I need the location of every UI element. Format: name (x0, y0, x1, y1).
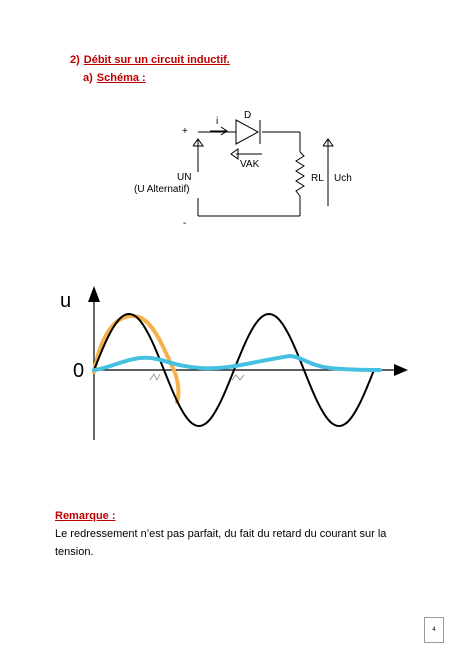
remark-title: Remarque : (55, 510, 116, 522)
subsection-letter: a) (83, 72, 93, 84)
subsection-title: Schéma : (96, 72, 146, 84)
page-number: 4 (424, 617, 444, 643)
un-label: UN (177, 172, 191, 183)
un-arrowhead (192, 138, 204, 147)
source-voltage-curve (93, 312, 375, 428)
resistor-symbol (295, 151, 305, 197)
subsection-heading: a)Schéma : (83, 72, 146, 84)
highlight-stroke (92, 313, 181, 404)
vak-label: VAK (240, 159, 260, 170)
section-number: 2) (70, 54, 80, 66)
uch-label: Uch (334, 173, 352, 184)
uch-arrowhead (322, 138, 334, 147)
y-axis-label: u (60, 290, 71, 312)
hand-marks (149, 373, 245, 381)
minus-sign: - (183, 218, 186, 229)
current-curve (92, 353, 382, 372)
current-label: i (216, 116, 218, 127)
remark-body: Le redressement n’est pas parfait, du fa… (55, 528, 387, 558)
x-axis-arrowhead (394, 364, 408, 376)
rl-label: RL (311, 173, 324, 184)
plus-sign: + (182, 126, 188, 137)
y-axis-arrowhead (88, 286, 100, 302)
u-alternatif-label: (U Alternatif) (134, 184, 190, 195)
vak-arrowhead (230, 148, 239, 160)
section-title: Débit sur un circuit inductif. (83, 54, 230, 66)
diode-triangle (235, 119, 260, 145)
current-arrowhead (220, 126, 228, 136)
zero-label: 0 (73, 360, 84, 382)
section-heading: 2)Débit sur un circuit inductif. (70, 54, 230, 66)
diode-label: D (244, 110, 251, 121)
